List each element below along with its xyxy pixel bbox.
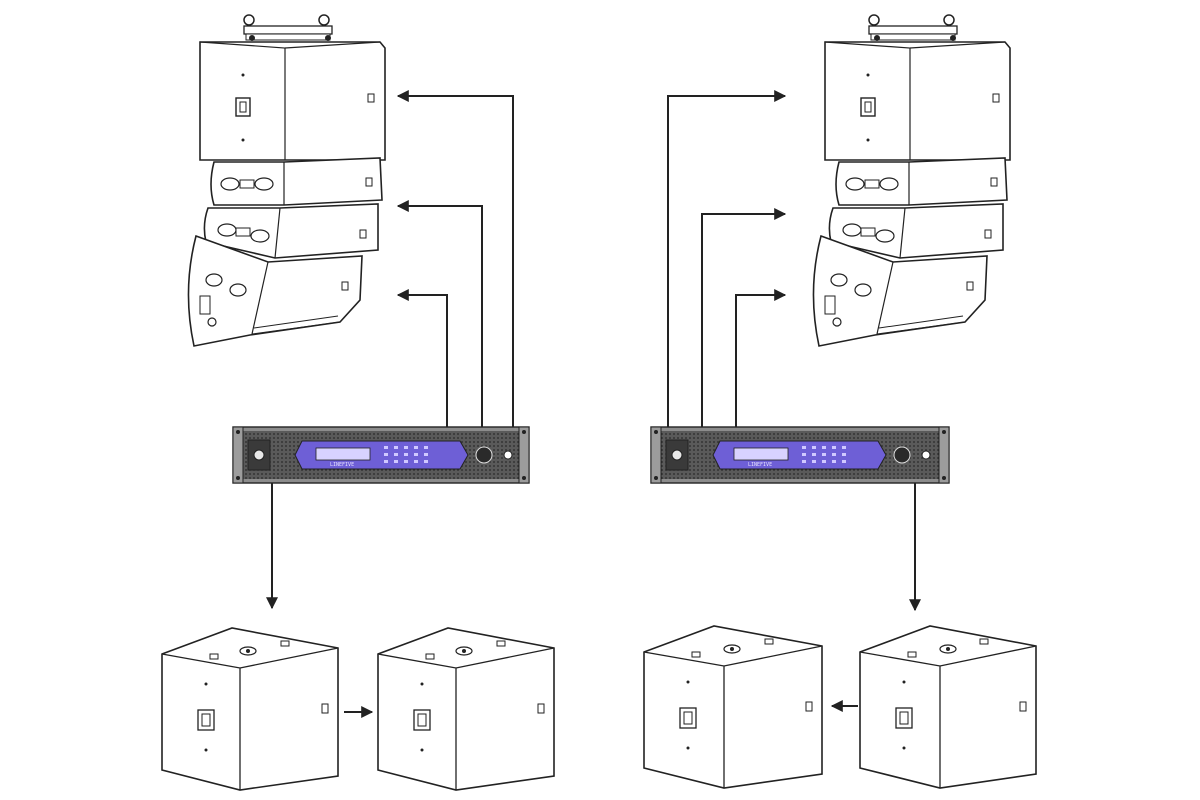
left-subwoofer-1 <box>161 627 339 791</box>
right-amplifier: LINEFIVE <box>650 426 950 484</box>
left-line-array <box>187 14 386 347</box>
amp-front-label: LINEFIVE <box>330 462 354 468</box>
left-signal-lines <box>266 90 514 718</box>
amp-front-label-right: LINEFIVE <box>748 462 772 468</box>
left-amplifier: LINEFIVE <box>232 426 530 484</box>
right-line-array <box>812 14 1011 347</box>
right-subwoofer-1 <box>643 625 823 789</box>
right-subwoofer-2 <box>859 625 1037 789</box>
right-signal-lines <box>667 90 921 712</box>
left-subwoofer-2 <box>377 627 555 791</box>
